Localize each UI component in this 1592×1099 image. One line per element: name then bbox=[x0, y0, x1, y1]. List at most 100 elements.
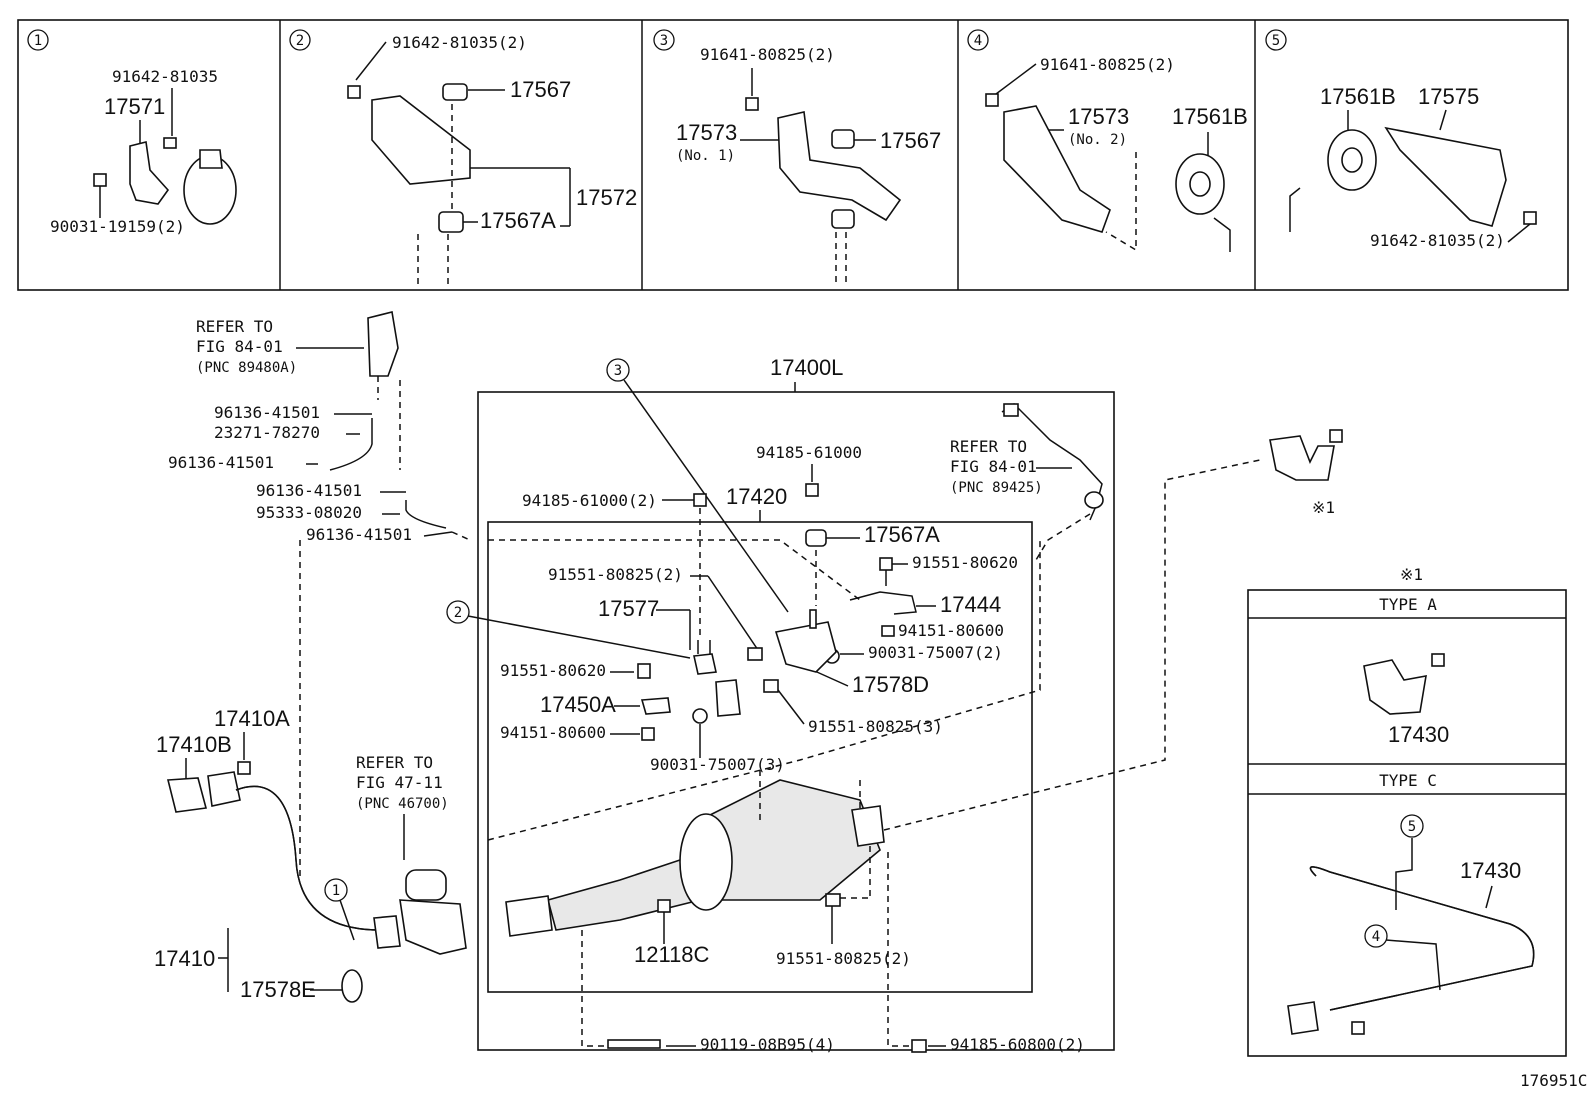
svg-text:94151-80600: 94151-80600 bbox=[500, 723, 606, 742]
svg-text:17444: 17444 bbox=[940, 592, 1001, 617]
panel-number-circle bbox=[27, 29, 49, 51]
part-label: 17561B bbox=[1172, 104, 1248, 129]
cushion-17567A bbox=[805, 529, 827, 547]
panel-number: 1 bbox=[34, 33, 42, 49]
svg-text:※1: ※1 bbox=[1400, 565, 1423, 584]
part-label: 91642-81035(2) bbox=[1370, 231, 1505, 250]
bracket-17573-no1 bbox=[777, 111, 902, 222]
bolt-icon bbox=[163, 137, 177, 149]
tailpipe-17430-type-a bbox=[1363, 659, 1427, 715]
svg-text:2: 2 bbox=[454, 605, 462, 621]
part-label: 17571 bbox=[104, 94, 165, 119]
type-variants-box: ※1 TYPE A TYPE C 17430 17430 5 4 bbox=[1247, 565, 1567, 1057]
bolt-icon bbox=[879, 557, 893, 571]
inset-panel-3: 3 91641-80825(2) 17573 (No. 1) 17567 bbox=[653, 29, 941, 282]
hose-group: REFER TO FIG 84-01 (PNC 89480A) 96136-41… bbox=[168, 311, 471, 880]
svg-text:91551-80620: 91551-80620 bbox=[912, 553, 1018, 572]
svg-text:91551-80620: 91551-80620 bbox=[500, 661, 606, 680]
part-label: 91641-80825(2) bbox=[700, 45, 835, 64]
bolt-icon bbox=[1523, 211, 1537, 225]
svg-text:91551-80825(2): 91551-80825(2) bbox=[548, 565, 683, 584]
bolt-90119 bbox=[607, 1039, 661, 1049]
svg-text:4: 4 bbox=[1372, 929, 1380, 945]
cushion-17567A bbox=[438, 211, 464, 233]
bracket-17572 bbox=[371, 95, 471, 185]
bracket-17578D bbox=[774, 621, 837, 673]
bolt-icon bbox=[637, 663, 651, 679]
svg-text:94185-60800(2): 94185-60800(2) bbox=[950, 1035, 1085, 1054]
bracket-17575 bbox=[1384, 126, 1507, 227]
part-label: (No. 2) bbox=[1068, 132, 1127, 148]
svg-text:REFER TO: REFER TO bbox=[356, 753, 433, 772]
svg-text:FIG 84-01: FIG 84-01 bbox=[196, 337, 283, 356]
svg-text:90119-08B95(4): 90119-08B95(4) bbox=[700, 1035, 835, 1054]
vacuum-sensor-icon bbox=[367, 311, 399, 377]
grommet-icon bbox=[692, 708, 708, 724]
bolt-icon bbox=[763, 679, 779, 693]
gasket-17410B bbox=[166, 777, 208, 813]
nut-icon bbox=[911, 1039, 927, 1053]
svg-text:17410B: 17410B bbox=[156, 732, 232, 757]
front-pipe-17410: 17410A 17410B 17410 17578E bbox=[154, 706, 401, 1003]
svg-text:94151-80600: 94151-80600 bbox=[898, 621, 1004, 640]
bolt-icon bbox=[745, 97, 759, 111]
sensor-group: REFER TO FIG 84-01 (PNC 89425) bbox=[950, 403, 1104, 561]
part-label: 91642-81035 bbox=[112, 67, 218, 86]
nut-icon bbox=[641, 727, 655, 741]
part-label: 91641-80825(2) bbox=[1040, 55, 1175, 74]
nut-icon bbox=[805, 483, 819, 497]
svg-text:17420: 17420 bbox=[726, 484, 787, 509]
tailpipe-marker: ※1 bbox=[1269, 429, 1343, 517]
svg-text:17578E: 17578E bbox=[240, 977, 316, 1002]
svg-text:17578D: 17578D bbox=[852, 672, 929, 697]
svg-text:REFER TO: REFER TO bbox=[196, 317, 273, 336]
svg-text:(PNC 89425): (PNC 89425) bbox=[950, 480, 1043, 496]
svg-text:96136-41501: 96136-41501 bbox=[256, 481, 362, 500]
bracket-17571 bbox=[129, 141, 170, 205]
bolt-icon bbox=[347, 85, 361, 99]
figure-code: 176951C bbox=[1520, 1071, 1587, 1090]
egr-valve-icon bbox=[405, 869, 447, 901]
inset-panel-frame bbox=[17, 19, 1569, 291]
svg-text:4: 4 bbox=[974, 33, 982, 49]
svg-text:5: 5 bbox=[1408, 819, 1416, 835]
part-label: 17567 bbox=[880, 128, 941, 153]
egr-valve-group: REFER TO FIG 47-11 (PNC 46700) bbox=[356, 753, 467, 955]
svg-text:94185-61000: 94185-61000 bbox=[756, 443, 862, 462]
svg-text:95333-08020: 95333-08020 bbox=[256, 503, 362, 522]
inset-panel-2: 2 91642-81035(2) 17567 17572 17567A bbox=[289, 29, 637, 284]
type-a-title: TYPE A bbox=[1379, 595, 1437, 614]
nut-17410A bbox=[237, 761, 251, 775]
svg-text:5: 5 bbox=[1272, 33, 1280, 49]
svg-text:17430: 17430 bbox=[1388, 722, 1449, 747]
svg-text:17577: 17577 bbox=[598, 596, 659, 621]
part-label: 17572 bbox=[576, 185, 637, 210]
flange-outlet bbox=[851, 805, 885, 847]
svg-text:17400L: 17400L bbox=[770, 355, 843, 380]
svg-text:90031-75007(2): 90031-75007(2) bbox=[868, 643, 1003, 662]
svg-text:17450A: 17450A bbox=[540, 692, 616, 717]
svg-text:17430: 17430 bbox=[1460, 858, 1521, 883]
nut-icon bbox=[1329, 429, 1343, 443]
part-label: 17573 bbox=[676, 120, 737, 145]
callout-1: 1 bbox=[324, 878, 355, 941]
stud-17577 bbox=[693, 653, 717, 675]
svg-text:96136-41501: 96136-41501 bbox=[214, 403, 320, 422]
inset-panel-4: 4 91641-80825(2) 17573 (No. 2) 17561B bbox=[967, 29, 1248, 252]
svg-text:3: 3 bbox=[660, 33, 668, 49]
part-label: 17567A bbox=[480, 208, 556, 233]
sensor-icon bbox=[1084, 491, 1104, 509]
svg-text:1: 1 bbox=[332, 883, 340, 899]
inset-panel-5: 5 17561B 17575 91642-81035(2) bbox=[1265, 29, 1537, 250]
svg-text:91551-80825(2): 91551-80825(2) bbox=[776, 949, 911, 968]
cushion-17567 bbox=[442, 83, 468, 101]
part-label: (No. 1) bbox=[676, 148, 735, 164]
svg-text:3: 3 bbox=[614, 363, 622, 379]
converter-17420 bbox=[487, 459, 1261, 937]
bracket-17450A bbox=[640, 697, 671, 715]
svg-text:12118C: 12118C bbox=[634, 942, 710, 967]
svg-text:(PNC 89480A): (PNC 89480A) bbox=[196, 360, 297, 376]
svg-text:2: 2 bbox=[296, 33, 304, 49]
